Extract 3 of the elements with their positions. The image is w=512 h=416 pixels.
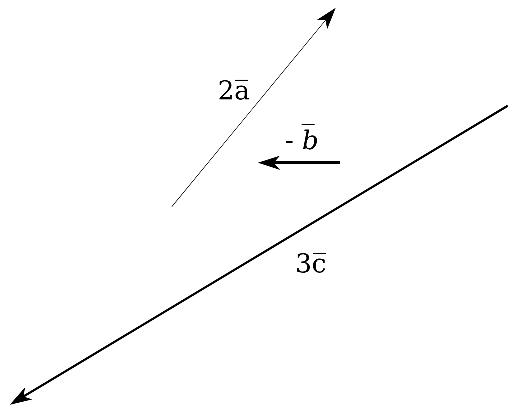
vector-label: 3c̅ (297, 252, 326, 273)
vector-label: 2a̅ (220, 80, 250, 100)
vector-label: - b̅ (286, 124, 318, 150)
